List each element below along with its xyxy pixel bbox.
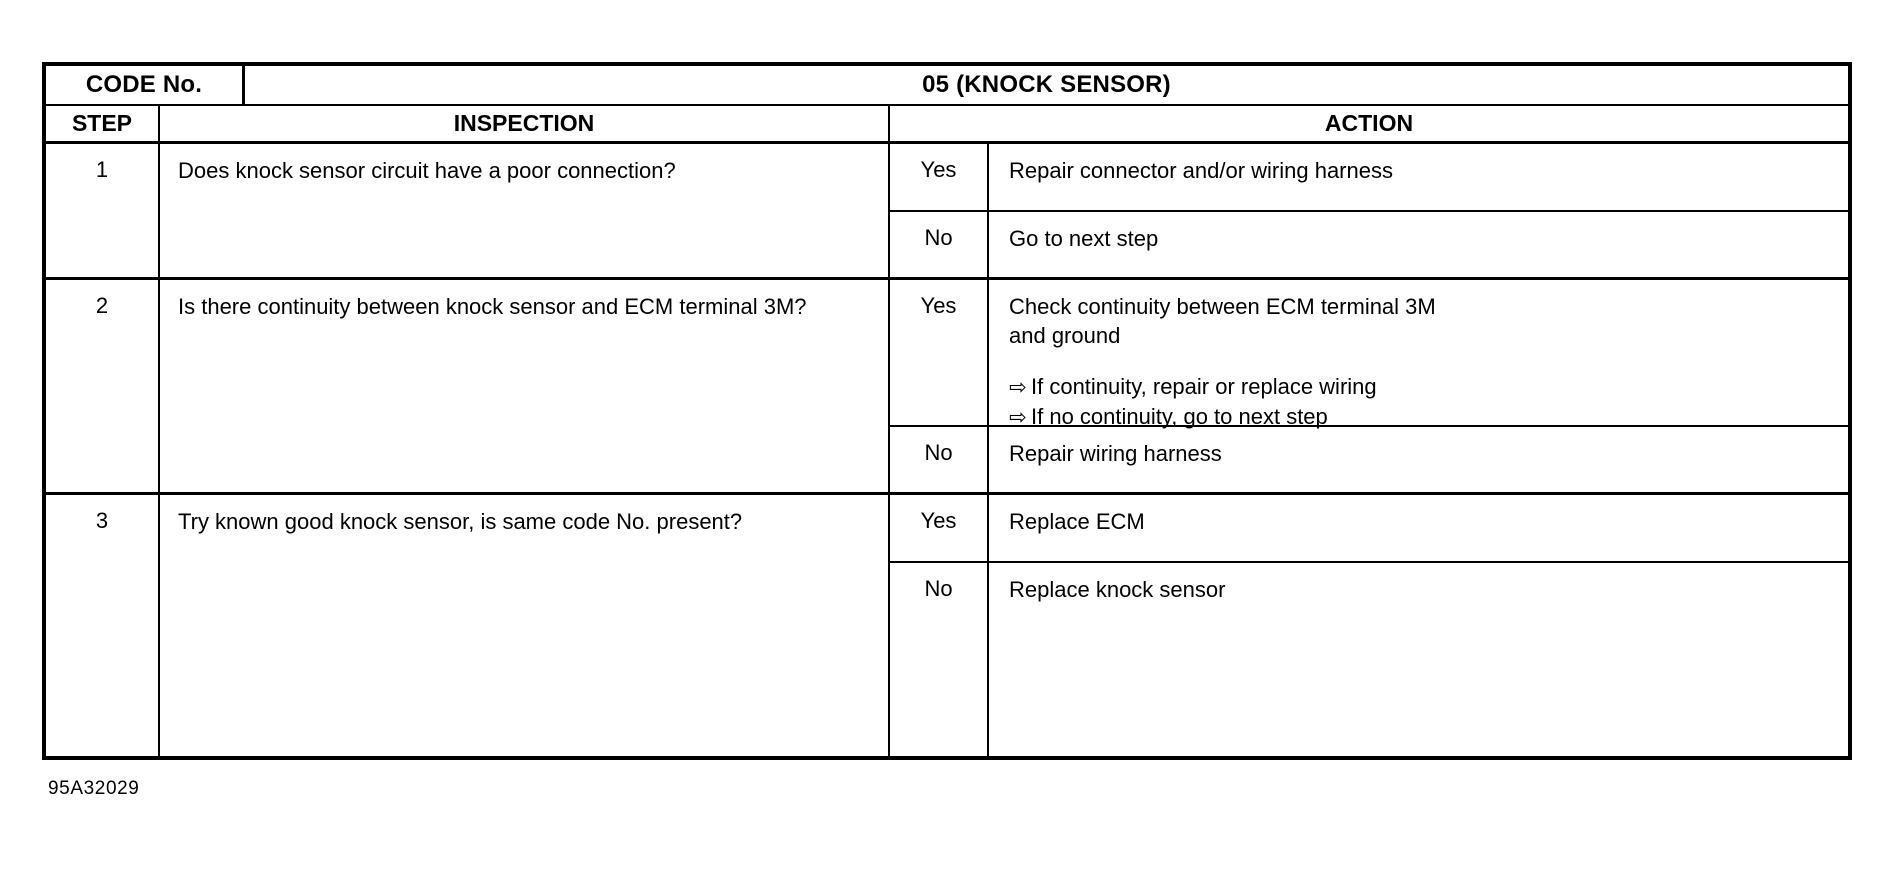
figure-code-label: 95A32029: [48, 778, 140, 799]
action-line-1: Check continuity between ECM terminal 3M: [1009, 294, 1436, 319]
step-outcomes: Yes Repair connector and/or wiring harne…: [890, 144, 1848, 277]
outcome-answer: Yes: [890, 144, 989, 210]
outcome-action: Repair wiring harness: [1009, 441, 1222, 466]
right-arrow-icon: ⇨: [1009, 405, 1027, 429]
action-bullet-2-text: If no continuity, go to next step: [1031, 404, 1328, 429]
outcome-action: Replace ECM: [1009, 509, 1145, 534]
step-number: 1: [46, 144, 160, 277]
outcome-no: No Go to next step: [890, 212, 1848, 277]
action-bullet-2: ⇨If no continuity, go to next step: [1009, 402, 1838, 432]
diagnostic-flow-table: CODE No. 05 (KNOCK SENSOR) STEP INSPECTI…: [42, 62, 1852, 760]
step-outcomes: Yes Replace ECM No Replace knock sensor: [890, 495, 1848, 756]
outcome-action: Replace knock sensor: [1009, 577, 1226, 602]
outcome-yes: Yes Replace ECM: [890, 495, 1848, 563]
outcome-no: No Repair wiring harness: [890, 427, 1848, 492]
outcome-answer: No: [890, 427, 989, 492]
step-inspection-text: Does knock sensor circuit have a poor co…: [160, 144, 890, 277]
table-row: 2 Is there continuity between knock sens…: [46, 280, 1848, 495]
outcome-yes: Yes Check continuity between ECM termina…: [890, 280, 1848, 429]
action-bullet-1: ⇨If continuity, repair or replace wiring: [1009, 372, 1838, 402]
action-bullet-1-text: If continuity, repair or replace wiring: [1031, 374, 1377, 399]
outcome-action: Repair connector and/or wiring harness: [1009, 158, 1393, 183]
outcome-answer: Yes: [890, 280, 989, 425]
column-header-step: STEP: [46, 106, 160, 141]
step-outcomes: Yes Check continuity between ECM termina…: [890, 280, 1848, 492]
outcome-action: Go to next step: [1009, 226, 1159, 251]
code-no-value: 05 (KNOCK SENSOR): [922, 71, 1171, 98]
step-number: 3: [46, 495, 160, 756]
outcome-yes: Yes Repair connector and/or wiring harne…: [890, 144, 1848, 212]
step-inspection-text: Is there continuity between knock sensor…: [160, 280, 890, 492]
outcome-answer: No: [890, 212, 989, 277]
table-row: 3 Try known good knock sensor, is same c…: [46, 495, 1848, 756]
code-no-label: CODE No.: [46, 66, 245, 104]
column-header-inspection: INSPECTION: [160, 106, 890, 141]
column-header-row: STEP INSPECTION ACTION: [46, 106, 1848, 144]
outcome-answer: No: [890, 563, 989, 756]
step-inspection-text: Try known good knock sensor, is same cod…: [160, 495, 890, 756]
outcome-answer: Yes: [890, 495, 989, 561]
action-spacer: [1009, 350, 1838, 372]
code-header-row: CODE No. 05 (KNOCK SENSOR): [46, 66, 1848, 106]
column-header-action: ACTION: [1324, 110, 1414, 136]
outcome-no: No Replace knock sensor: [890, 563, 1848, 756]
table-row: 1 Does knock sensor circuit have a poor …: [46, 144, 1848, 280]
right-arrow-icon: ⇨: [1009, 375, 1027, 399]
step-number: 2: [46, 280, 160, 492]
outcome-action: Check continuity between ECM terminal 3M…: [989, 280, 1848, 429]
action-line-2: and ground: [1009, 323, 1121, 348]
